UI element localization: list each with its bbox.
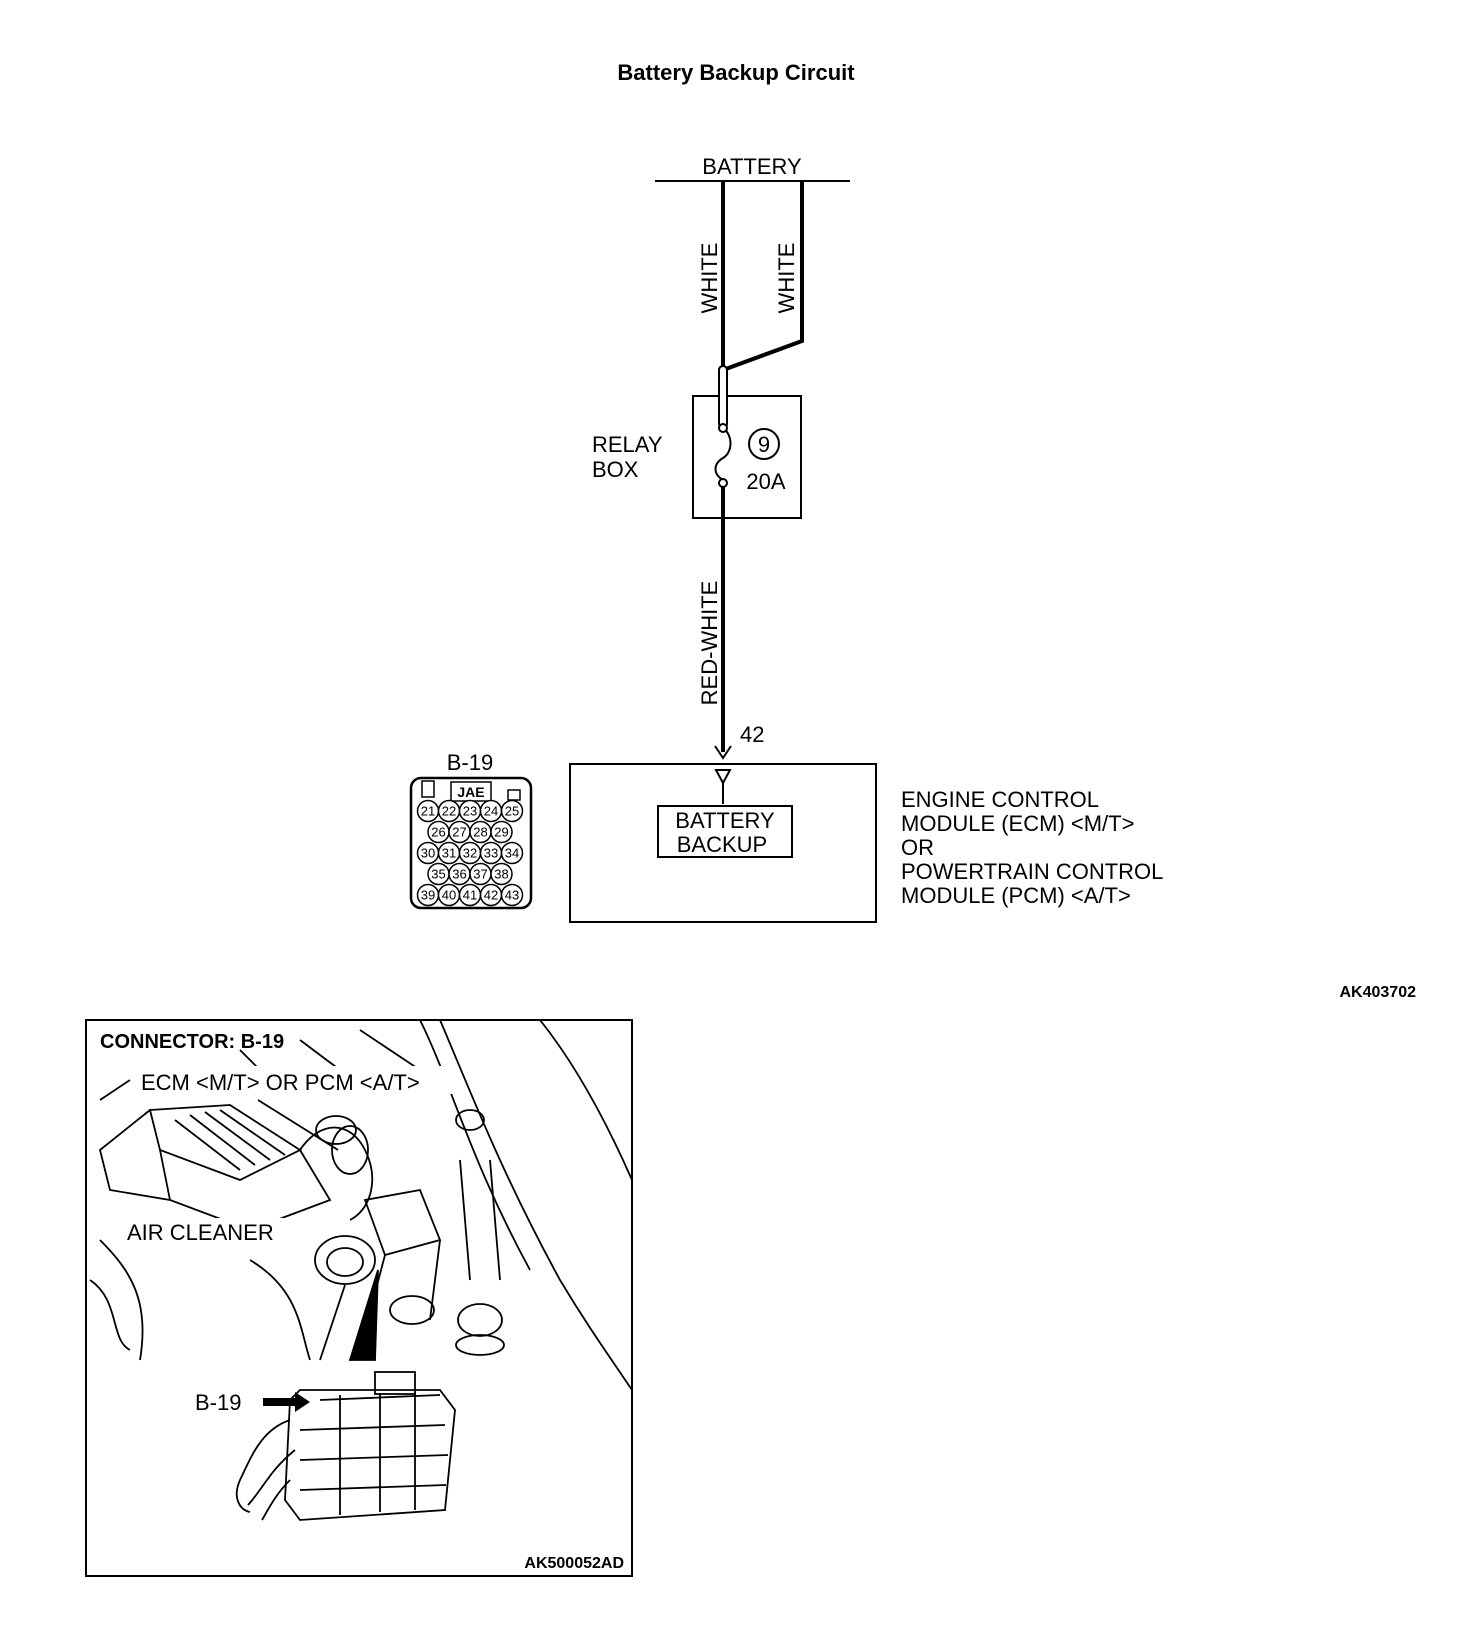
connector-pin-number: 42 <box>484 888 498 903</box>
connector-pin <box>500 883 524 907</box>
air-cleaner-label: AIR CLEANER <box>127 1220 274 1245</box>
connector-pin-number: 22 <box>442 804 456 819</box>
air-cleaner-backing <box>124 1218 294 1246</box>
connector-pins: 21 22 23 24 25 26 27 28 29 30 31 32 33 34 35 36 37 38 39 40… <box>416 799 524 907</box>
ecm-label-4: POWERTRAIN CONTROL <box>901 859 1163 884</box>
fuse-number: 9 <box>758 432 770 457</box>
fuse-end-top <box>718 423 728 433</box>
connector-latch-right <box>507 789 521 801</box>
connector-pin-number: 29 <box>494 825 508 840</box>
fuse-symbol <box>714 427 732 481</box>
wire-label-white-right: WHITE <box>774 243 799 314</box>
figure-code-1: AK403702 <box>1340 984 1417 1001</box>
wire-label-white-left: WHITE <box>697 243 722 314</box>
fuse-number-circle <box>748 428 780 460</box>
connector-pin-number: 27 <box>452 825 466 840</box>
ecm-label-1: ENGINE CONTROL <box>901 787 1099 812</box>
white-wire-right <box>722 181 804 372</box>
connector-pin-number: 25 <box>505 804 519 819</box>
relay-box <box>692 395 802 519</box>
connector-latch-left <box>421 780 435 798</box>
connector-pin-number: 38 <box>494 867 508 882</box>
connector-pin-number: 31 <box>442 846 456 861</box>
connector-arrow-icon <box>263 1392 310 1412</box>
relay-box-label-2: BOX <box>592 457 639 482</box>
battery-backup-line1: BATTERY <box>675 808 775 833</box>
fuse-rating: 20A <box>746 469 785 494</box>
connector-pin-number: 41 <box>463 888 477 903</box>
connector-pin-number: 33 <box>484 846 498 861</box>
wire-label-red-white: RED-WHITE <box>697 581 722 706</box>
connector-pin-number: 23 <box>463 804 477 819</box>
location-ecm-label: ECM <M/T> OR PCM <A/T> <box>141 1070 420 1095</box>
battery-backup-line2: BACKUP <box>677 832 767 857</box>
connector-pin-number: 36 <box>452 867 466 882</box>
battery-backup-box <box>657 805 793 858</box>
connector-pin-number: 26 <box>431 825 445 840</box>
battery-label: BATTERY <box>702 154 802 179</box>
connector-pin <box>490 820 513 844</box>
connector-pin <box>500 799 524 823</box>
connector-pin-number: 34 <box>505 846 519 861</box>
ecm-label-2: MODULE (ECM) <M/T> <box>901 811 1134 836</box>
location-heading: CONNECTOR: B-19 <box>100 1031 284 1053</box>
connector-pin-number: 21 <box>421 804 435 819</box>
connector-pin-number: 37 <box>473 867 487 882</box>
connector-pin-number: 43 <box>505 888 519 903</box>
fuse-end-bottom <box>718 478 728 488</box>
connector-pin <box>500 841 524 865</box>
diagram-title: Battery Backup Circuit <box>617 60 855 85</box>
figure-code-2: AK500052AD <box>524 1555 624 1572</box>
relay-box-label-1: RELAY <box>592 432 663 457</box>
connector-pin-number: 40 <box>442 888 456 903</box>
connector-pin <box>490 862 513 886</box>
connector-pointer-label: B-19 <box>195 1390 241 1415</box>
connector-pin-number: 24 <box>484 804 498 819</box>
engine-bay-illustration <box>89 1019 633 1521</box>
connector-pin-number: 32 <box>463 846 477 861</box>
connector-pin-number: 35 <box>431 867 445 882</box>
ecm-label-5: MODULE (PCM) <A/T> <box>901 883 1131 908</box>
connector-maker: JAE <box>457 784 484 800</box>
terminal-number: 42 <box>740 722 764 747</box>
connector-pin-number: 39 <box>421 888 435 903</box>
ecm-internal-arrow <box>714 769 732 786</box>
connector-pin-number: 28 <box>473 825 487 840</box>
terminal-chevron <box>714 745 732 760</box>
connector-name: B-19 <box>447 750 493 775</box>
fuse-lead <box>718 365 728 429</box>
connector-pin-number: 30 <box>421 846 435 861</box>
ecm-label-backing <box>138 1066 456 1094</box>
ecm-label-3: OR <box>901 835 934 860</box>
